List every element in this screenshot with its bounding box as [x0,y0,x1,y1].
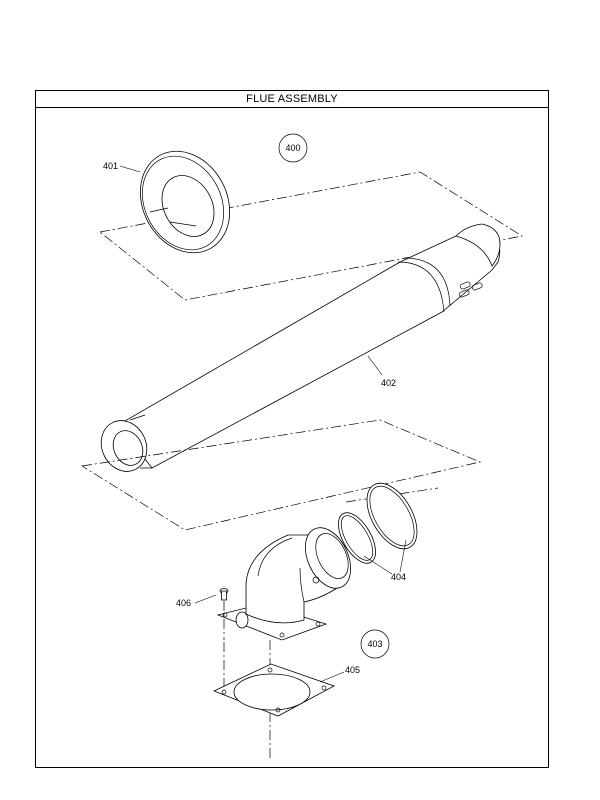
diagram-title: FLUE ASSEMBLY [36,91,548,108]
label-402: 402 [381,378,396,388]
callout-400: 400 [278,133,308,163]
leader-401 [119,165,141,173]
gasket-plate [212,663,335,717]
label-401: 401 [103,161,118,171]
leader-405 [319,671,345,683]
diagram-frame: FLUE ASSEMBLY [35,90,549,768]
label-405: 405 [345,665,360,675]
gasket-centre-line [345,487,439,503]
callout-403: 403 [360,629,390,659]
flue-pipe [100,223,501,472]
screw [219,588,229,640]
upper-alignment-plane [99,171,523,301]
callout-400-label: 400 [285,143,300,153]
elbow-assembly [216,527,352,641]
leader-404 [363,539,407,575]
label-404: 404 [391,572,406,582]
callout-403-label: 403 [367,639,382,649]
leader-402 [367,355,383,376]
gasket-rings [338,482,418,564]
lower-alignment-plane [81,419,482,531]
label-406: 406 [176,598,191,608]
trim-ring [139,150,231,254]
leader-406 [194,594,217,604]
